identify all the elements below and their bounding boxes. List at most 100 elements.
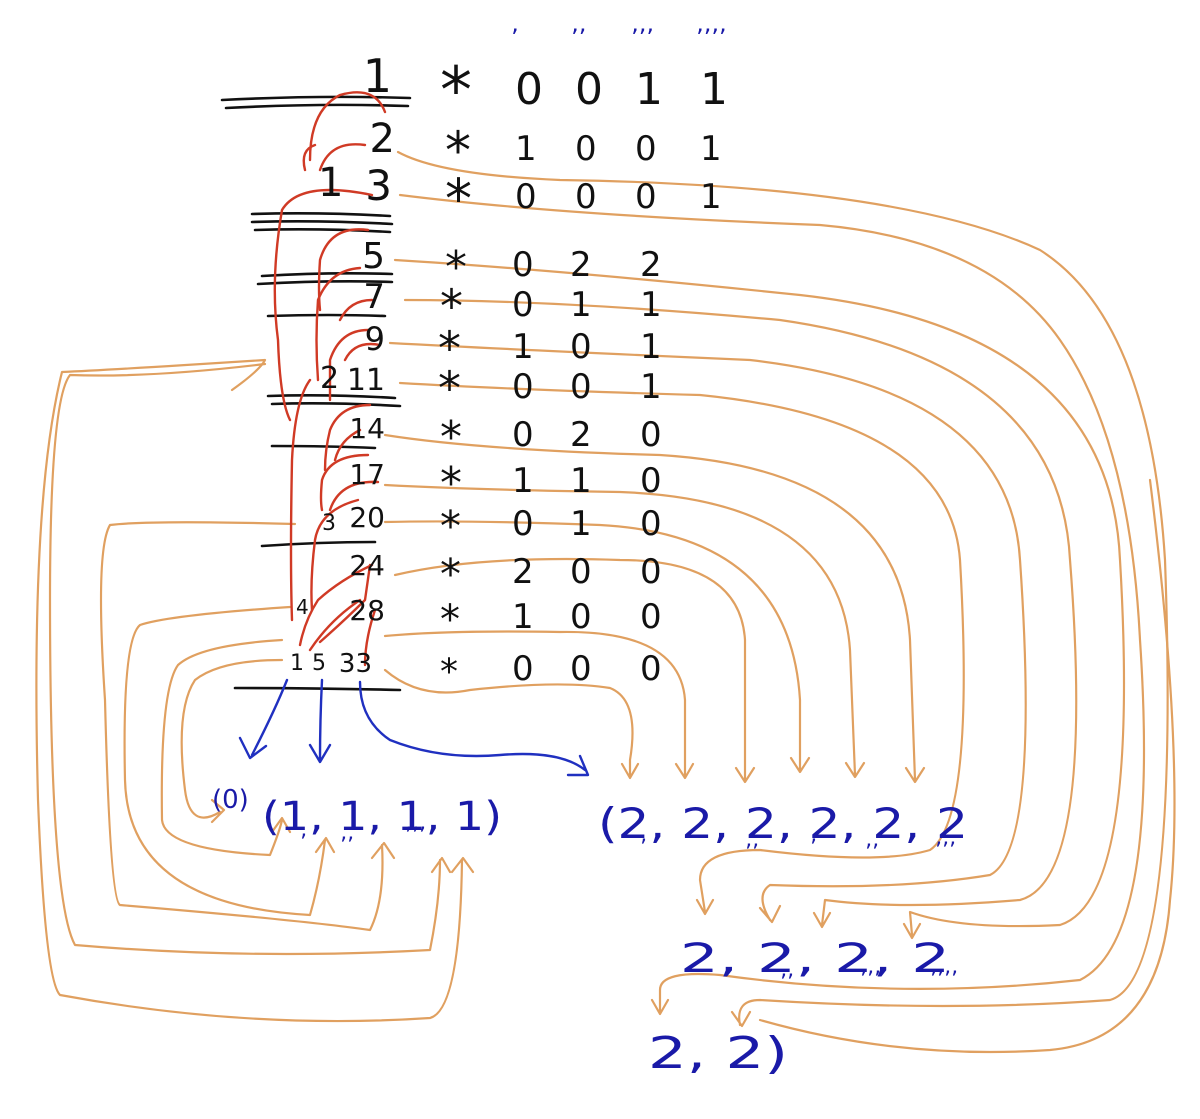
orange-arrow-left-5: [48, 362, 452, 956]
row-digit: 0: [515, 64, 543, 115]
row-number: 11: [347, 363, 385, 398]
orange-arrow-left-4: [99, 521, 396, 932]
row-star: *: [440, 597, 460, 643]
row-number: 17: [349, 458, 385, 491]
row-number: 5: [362, 236, 385, 277]
result-right-line2-mark-3: ’’’’: [930, 968, 958, 993]
side-label: 2: [320, 361, 339, 396]
row-star: *: [438, 362, 461, 416]
row-digit: 1: [700, 129, 722, 169]
side-label: 1: [290, 651, 304, 676]
row-number: 28: [349, 594, 385, 627]
row-digit: 0: [512, 285, 534, 325]
result-right-line1-mark-1: ’: [640, 836, 647, 861]
row-star: *: [438, 322, 461, 376]
row-digit: 1: [570, 285, 592, 325]
row-digit: 1: [640, 367, 662, 407]
result-right-line1: (2, 2, 2, 2, 2, 2: [598, 799, 968, 848]
row-digit: 0: [570, 597, 592, 637]
result-right-line1-mark-2: ’’: [745, 841, 759, 866]
row-digit: 0: [640, 461, 662, 501]
row-digit: 0: [640, 552, 662, 592]
row-number: 3: [365, 161, 392, 210]
row-star: *: [440, 549, 461, 598]
row-star: *: [440, 458, 462, 509]
result-right: (2, 2, 2, 2, 2, 2 ’ ’’ ’ ’’ ’’’ 2, 2, 2,…: [598, 799, 968, 1079]
row-digit: 1: [570, 461, 592, 501]
blue-arrows: [238, 678, 590, 777]
orange-arrow-11: [398, 381, 965, 916]
result-right-line1-mark-4: ’’: [865, 841, 879, 866]
orange-arrow-24: [393, 557, 756, 784]
row-digit: 1: [640, 327, 662, 367]
orange-arrow-2: [396, 150, 1169, 1028]
row-digit: 0: [575, 64, 603, 115]
row-digit: 1: [700, 177, 722, 217]
side-label: 4: [296, 595, 309, 619]
orange-arrow-28: [383, 630, 695, 780]
result-left-zero: (0): [212, 785, 249, 815]
row-digit: 0: [515, 177, 537, 217]
row-digit: 0: [570, 552, 592, 592]
orange-arrow-left-6: [35, 358, 475, 1023]
row-star: *: [445, 242, 467, 293]
row-digit: 1: [515, 129, 537, 169]
row-digit: 2: [570, 415, 592, 455]
row-number: 7: [363, 277, 385, 317]
row-digit: 0: [570, 367, 592, 407]
orange-arrow-3: [398, 193, 1146, 1016]
row-digit: 0: [512, 415, 534, 455]
orange-arrow-left-2: [160, 638, 292, 857]
row-digit: 1: [640, 285, 662, 325]
column-mark: ’’’: [631, 24, 654, 52]
row-star: *: [445, 167, 472, 230]
row-star: *: [440, 652, 458, 693]
row-number: 14: [349, 412, 385, 445]
column-mark: ’’’’: [696, 24, 727, 52]
blue-arrow-to-twos: [358, 680, 590, 777]
orange-arrow-top: [758, 478, 1176, 1054]
row-digit: 1: [512, 597, 534, 637]
red-links: [273, 91, 387, 667]
result-right-line2: 2, 2, 2, 2: [680, 936, 950, 982]
side-label: 5: [312, 651, 326, 676]
side-label: 3: [322, 511, 336, 536]
row-number: 24: [349, 549, 385, 582]
result-right-line1-mark-5: ’’’: [935, 839, 956, 864]
row-digit: 1: [570, 504, 592, 544]
orange-arrow-9: [388, 341, 1027, 924]
row-digit: 0: [512, 504, 534, 544]
column-mark: ’: [511, 24, 519, 52]
result-left: (0) (1, 1, 1, 1) ’ ’’ ’’’: [212, 785, 502, 859]
row-digit: 1: [635, 64, 663, 115]
result-left-mark-3: ’’’: [405, 824, 426, 849]
row-number: 1: [363, 49, 392, 103]
row-digit: 0: [512, 367, 534, 407]
row-digit: 0: [512, 245, 534, 285]
row-star: *: [440, 54, 472, 128]
orange-arrow-20: [383, 520, 811, 774]
row-digit: 0: [640, 504, 662, 544]
row-digit: 1: [512, 461, 534, 501]
result-left-tuple: (1, 1, 1, 1): [262, 794, 502, 840]
row-digit: 1: [512, 327, 534, 367]
orange-arrow-5: [393, 258, 1126, 940]
row-digit: 0: [570, 327, 592, 367]
result-left-mark-1: ’: [300, 831, 307, 856]
row-digit: 0: [575, 129, 597, 169]
orange-arrows: [35, 150, 1176, 1054]
blue-arrow-to-zero: [238, 678, 289, 760]
row-star: *: [445, 122, 471, 182]
orange-arrow-14: [383, 433, 926, 784]
row-digit: 0: [640, 597, 662, 637]
orange-arrow-7: [403, 298, 1078, 929]
orange-arrow-17: [383, 483, 866, 779]
row-number: 20: [349, 501, 385, 534]
row-digit: 0: [635, 129, 657, 169]
blue-arrow-to-ones: [308, 678, 332, 764]
orange-arrow-33: [383, 668, 640, 780]
orange-arrow-left-1: [180, 658, 284, 824]
